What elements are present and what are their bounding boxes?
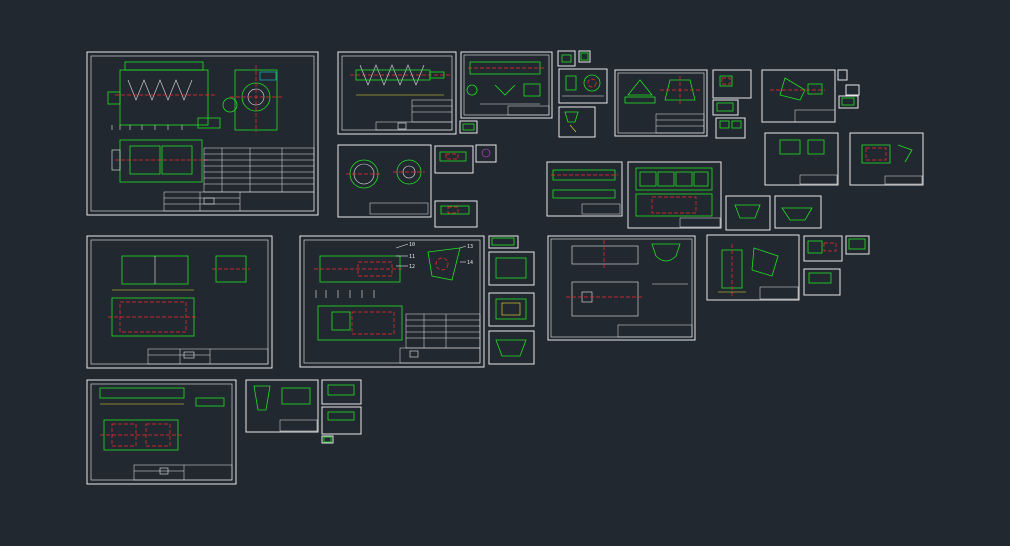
drawing-sheet-drive-bracket[interactable]: [761, 69, 836, 123]
drawing-sheet-motor-base[interactable]: [86, 379, 237, 485]
drawing-sheet-trough[interactable]: [460, 51, 553, 119]
drawing-sheet-right-a[interactable]: [764, 132, 839, 186]
drawing-sheet-small-d[interactable]: [712, 69, 752, 99]
drawing-sheet-small-l[interactable]: [774, 195, 822, 229]
drawing-sheet-small-r[interactable]: [845, 235, 870, 255]
callout-label: 10: [409, 242, 415, 248]
drawing-sheet-small-f[interactable]: [715, 117, 746, 139]
drawing-sheet-bearing[interactable]: [337, 144, 432, 218]
drawing-sheet-chute[interactable]: [245, 379, 319, 433]
drawing-sheet-small-a[interactable]: [459, 120, 478, 134]
callout-label: 12: [409, 264, 415, 270]
drawing-sheet-bracket[interactable]: [558, 106, 596, 138]
callout-label: 13: [467, 244, 473, 250]
drawing-sheet-small-p[interactable]: [488, 330, 535, 365]
drawing-sheet-hopper[interactable]: [614, 69, 708, 137]
drawing-sheet-small-g[interactable]: [837, 69, 860, 109]
drawing-sheet-detail-callouts[interactable]: 10 11 12 13 14: [299, 235, 485, 368]
drawing-sheet-base-frame[interactable]: [86, 235, 273, 369]
drawing-sheet-cover[interactable]: [546, 161, 623, 217]
drawing-sheet-end-plate[interactable]: [547, 235, 696, 341]
drawing-sheet-small-o[interactable]: [488, 292, 535, 327]
drawing-sheet-small-u[interactable]: [321, 406, 362, 435]
drawing-sheet-small-m[interactable]: [488, 235, 519, 249]
drawing-sheet-small-n[interactable]: [488, 251, 535, 286]
callout-label: 11: [409, 254, 415, 260]
drawing-sheet-small-i[interactable]: [475, 144, 497, 163]
drawing-sheet-small-q[interactable]: [803, 235, 843, 262]
drawing-sheet-small-b[interactable]: [557, 50, 576, 67]
drawing-sheet-assembly[interactable]: [86, 51, 319, 216]
drawing-sheet-screw-shaft[interactable]: [337, 51, 457, 135]
callout-label: 14: [467, 260, 473, 266]
drawing-sheet-small-c[interactable]: [578, 50, 591, 63]
drawing-sheet-support[interactable]: [706, 234, 800, 301]
drawing-sheet-small-v[interactable]: [321, 435, 334, 444]
drawing-sheet-small-k[interactable]: [725, 195, 771, 231]
drawing-sheet-small-s[interactable]: [803, 268, 841, 296]
drawing-sheet-right-b[interactable]: [849, 132, 924, 186]
drawing-sheet-small-e[interactable]: [712, 99, 739, 116]
drawing-sheet-flange[interactable]: [558, 68, 608, 104]
drawing-sheet-cover-plates[interactable]: [627, 161, 722, 229]
drawing-sheet-small-h[interactable]: [434, 145, 474, 174]
drawing-sheet-small-j[interactable]: [434, 200, 478, 228]
drawing-sheet-small-t[interactable]: [321, 379, 362, 405]
